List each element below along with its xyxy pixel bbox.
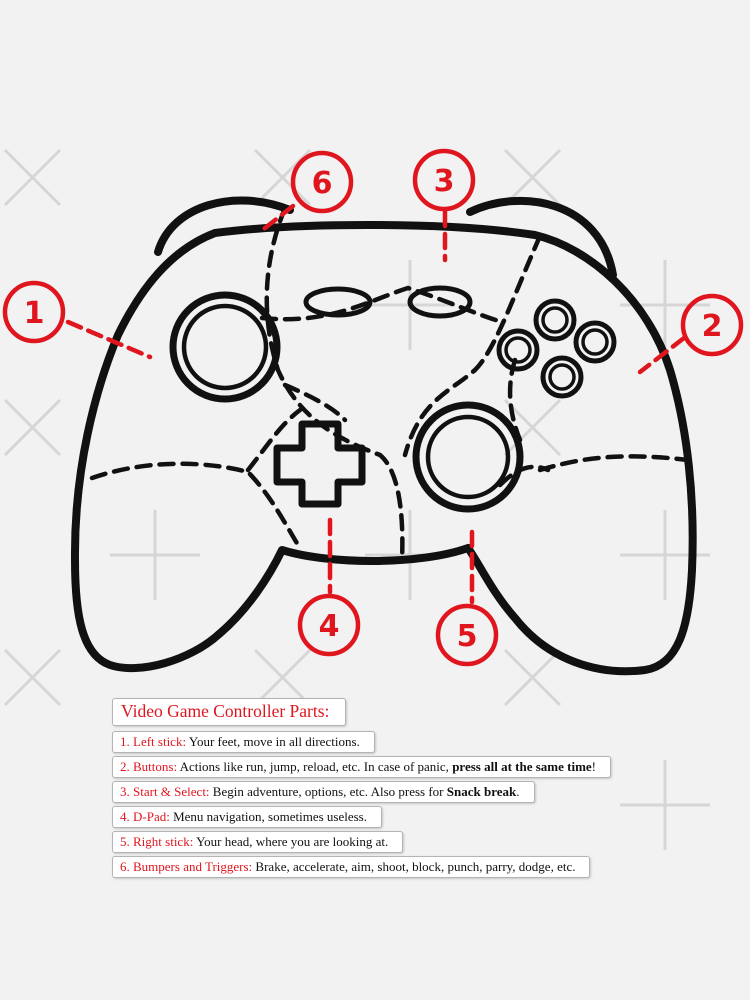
callout-4-number: 4 — [319, 609, 340, 644]
callout-3-number: 3 — [434, 164, 455, 199]
callout-3: 3 — [412, 148, 476, 263]
face-button-right — [573, 320, 617, 364]
controller-body — [70, 221, 697, 676]
dashed-seams — [89, 205, 691, 563]
legend-item-buttons: 2. Buttons: Actions like run, jump, relo… — [112, 756, 612, 778]
callout-6-number: 6 — [312, 166, 333, 201]
legend-item-text: Your feet, move in all directions. — [188, 734, 360, 749]
d-pad — [273, 420, 366, 508]
callout-4: 4 — [297, 517, 361, 657]
legend-item-label: 4. D-Pad: — [120, 809, 170, 824]
callouts: 1 2 3 4 5 6 — [2, 148, 744, 667]
legend-item-bumpers-triggers: 6. Bumpers and Triggers: Brake, accelera… — [112, 856, 591, 878]
left-stick — [169, 291, 281, 403]
select-button — [303, 286, 373, 318]
start-button — [407, 285, 473, 319]
legend-item-text: Begin adventure, options, etc. Also pres… — [212, 784, 444, 799]
face-button-left — [496, 328, 540, 372]
left-bumper — [154, 196, 294, 256]
legend: Video Game Controller Parts: 1. Left sti… — [112, 698, 612, 878]
legend-item-label: 2. Buttons: — [120, 759, 178, 774]
callout-5: 5 — [435, 529, 499, 667]
legend-item-text: Your head, where you are looking at. — [196, 834, 389, 849]
legend-item-text: Menu navigation, sometimes useless. — [173, 809, 367, 824]
legend-item-start-select: 3. Start & Select: Begin adventure, opti… — [112, 781, 535, 803]
legend-item-label: 6. Bumpers and Triggers: — [120, 859, 253, 874]
legend-item-label: 3. Start & Select: — [120, 784, 210, 799]
face-buttons — [496, 298, 617, 399]
legend-item-bold: Snack break — [446, 784, 517, 799]
start-select-buttons — [303, 285, 473, 319]
legend-item-left-stick: 1. Left stick: Your feet, move in all di… — [112, 731, 375, 753]
legend-item-suffix: . — [516, 784, 520, 799]
legend-item-bold: press all at the same time — [452, 759, 592, 774]
legend-item-d-pad: 4. D-Pad: Menu navigation, sometimes use… — [112, 806, 382, 828]
right-stick — [412, 401, 524, 513]
face-button-top — [533, 298, 577, 342]
legend-title: Video Game Controller Parts: — [112, 698, 347, 726]
legend-item-right-stick: 5. Right stick: Your head, where you are… — [112, 831, 404, 853]
face-button-bottom — [540, 355, 584, 399]
legend-item-suffix: ! — [591, 759, 597, 774]
callout-1-number: 1 — [24, 296, 45, 331]
legend-item-label: 5. Right stick: — [120, 834, 194, 849]
legend-item-label: 1. Left stick: — [120, 734, 187, 749]
right-bumper — [466, 196, 617, 279]
callout-5-number: 5 — [457, 619, 478, 654]
callout-2-number: 2 — [702, 309, 723, 344]
callout-2: 2 — [637, 293, 744, 375]
controller-outline — [70, 196, 697, 676]
legend-item-text: Actions like run, jump, reload, etc. In … — [179, 759, 449, 774]
legend-item-text: Brake, accelerate, aim, shoot, block, pu… — [255, 859, 576, 874]
callout-6: 6 — [257, 150, 354, 235]
callout-1: 1 — [2, 280, 153, 360]
